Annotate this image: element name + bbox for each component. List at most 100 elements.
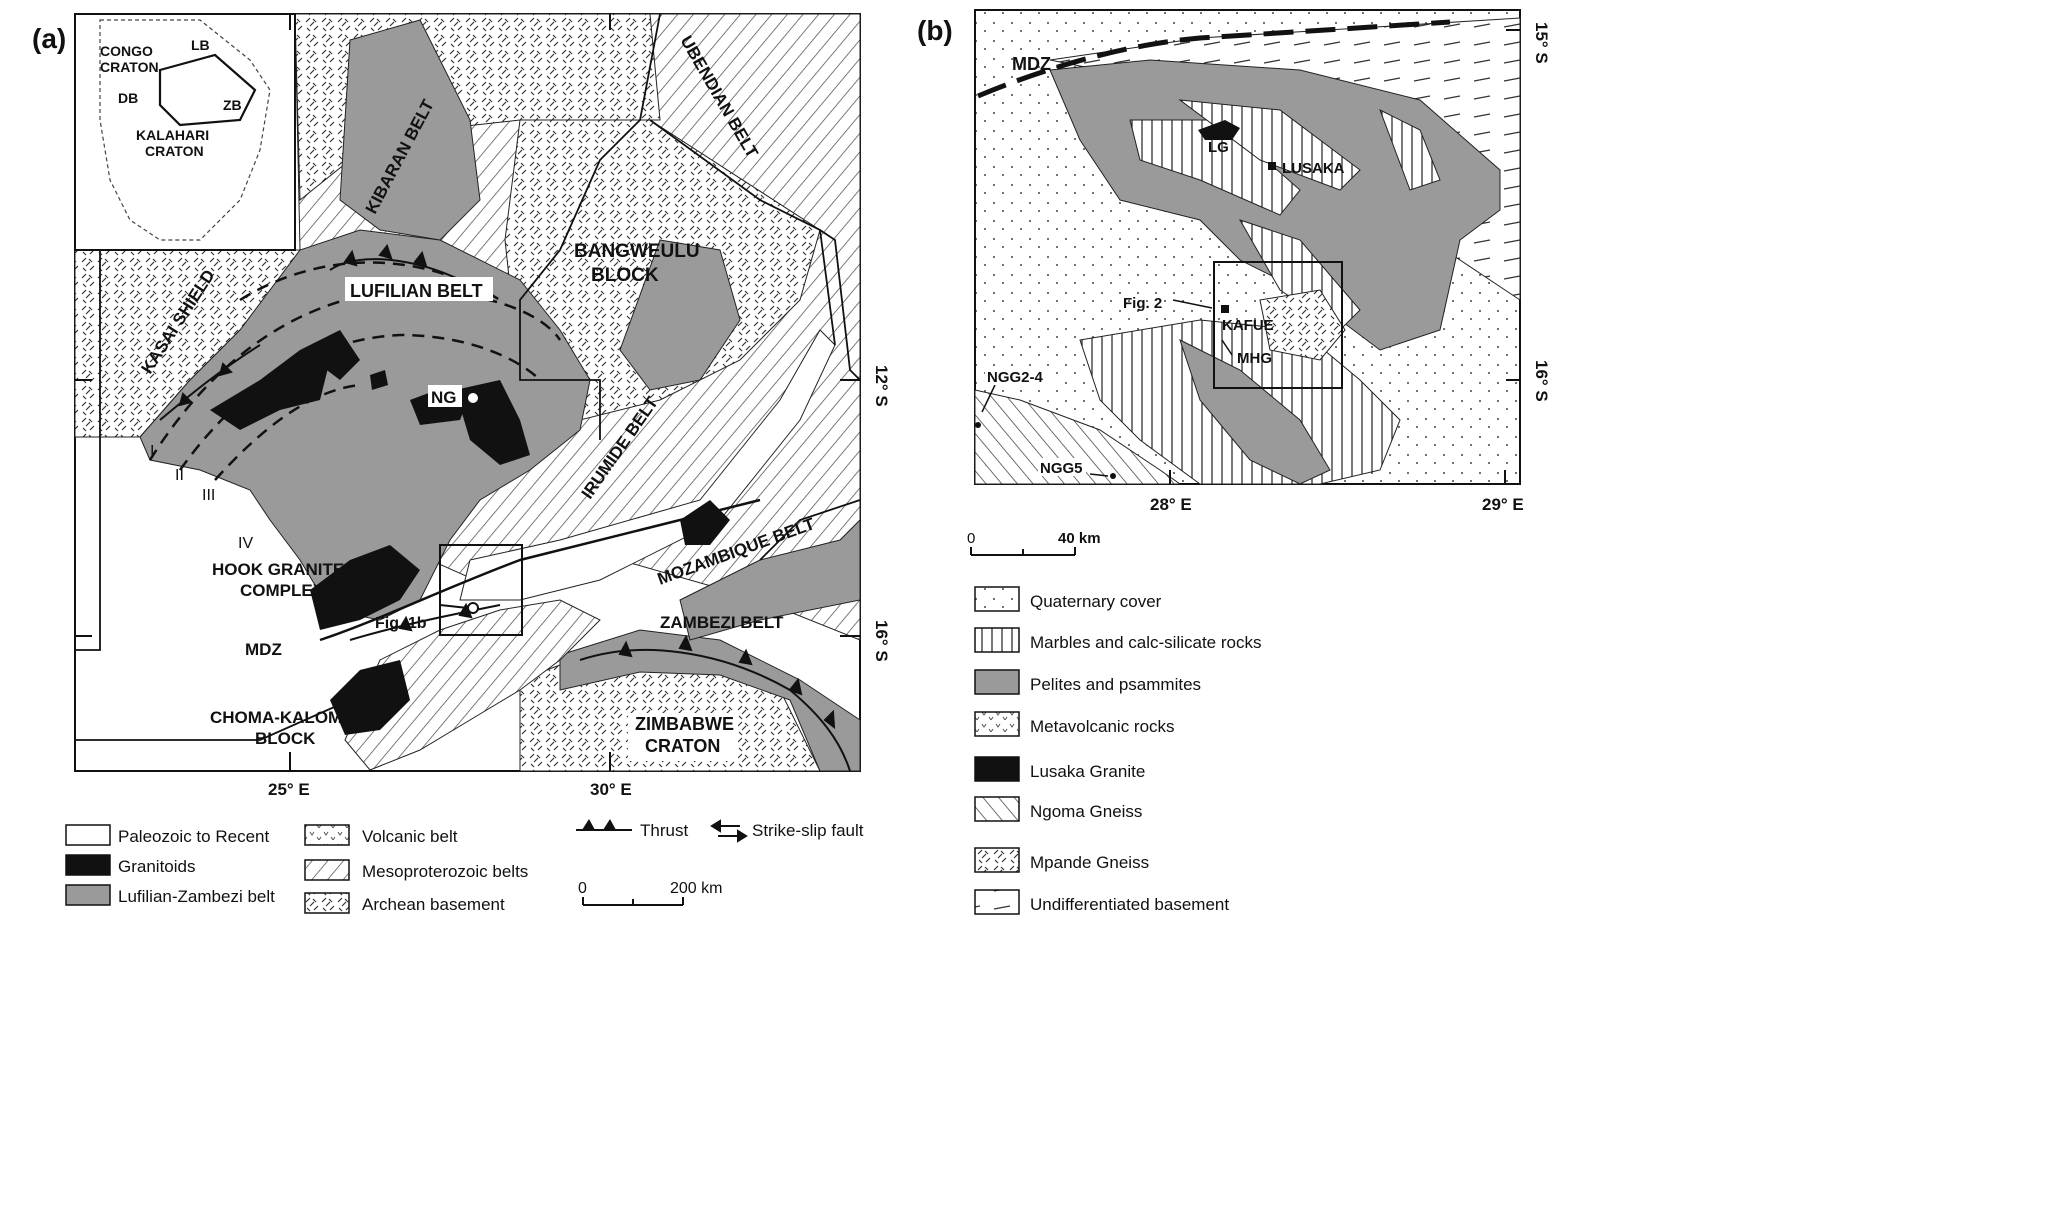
- lat-12: 12° S: [872, 365, 891, 407]
- lusaka-granite: [1198, 120, 1240, 140]
- label-mhg: MHG: [1237, 350, 1272, 367]
- panel-a-letter: (a): [32, 23, 66, 54]
- mdz-fault: [319, 498, 761, 642]
- inset-lb: LB: [191, 37, 210, 53]
- label-choma-1: CHOMA-KALOMO: [210, 708, 355, 727]
- legend-b-quaternary: Quaternary cover: [1030, 592, 1162, 611]
- panel-a-legend: Paleozoic to Recent Granitoids Lufilian-…: [65, 819, 864, 914]
- thrust-lines: [159, 243, 851, 772]
- label-mdz-b: MDZ: [1012, 54, 1051, 74]
- lufilian-belt-area: [139, 229, 591, 621]
- label-zimbabwe-1: ZIMBABWE: [635, 714, 734, 734]
- legend-a-volcanic: Volcanic belt: [362, 827, 458, 846]
- pelites-lower: [1179, 339, 1331, 485]
- panel-b-ticks: [1169, 29, 1520, 484]
- legend-b-lusaka-granite: Lusaka Granite: [1030, 762, 1145, 781]
- inset-db: DB: [118, 90, 138, 106]
- panel-a: (a): [32, 13, 861, 772]
- legend-b-mpande: Mpande Gneiss: [1030, 853, 1149, 872]
- legend-a-archean: Archean basement: [362, 895, 505, 914]
- mdz-fault-b: [977, 19, 1451, 99]
- fig1b-marker: [467, 602, 479, 614]
- strike-slip-symbol: [710, 819, 748, 843]
- legend-b-basement: Undifferentiated basement: [1030, 895, 1229, 914]
- lusaka-marker: [1268, 162, 1276, 170]
- panel-b: (b): [917, 9, 1521, 485]
- label-kafue: KAFUE: [1222, 317, 1274, 334]
- inset-kalahari-1: KALAHARI: [136, 127, 209, 143]
- lat-16: 16° S: [872, 620, 891, 662]
- inset-zb: ZB: [223, 97, 242, 113]
- zone-i: I: [150, 443, 154, 460]
- zone-ii: II: [175, 467, 184, 484]
- scale-a-zero: 0: [578, 880, 587, 897]
- lon-28: 28° E: [1150, 495, 1192, 514]
- label-lg: LG: [1208, 139, 1229, 156]
- marbles-4: [1238, 219, 1361, 331]
- inset-congo-1: CONGO: [100, 43, 153, 59]
- label-mdz-a: MDZ: [245, 640, 282, 659]
- legend-b-ngoma: Ngoma Gneiss: [1030, 802, 1142, 821]
- lat-16-b: 16° S: [1532, 360, 1551, 402]
- legend-a-meso: Mesoproterozoic belts: [362, 862, 528, 881]
- label-fig2: Fig. 2: [1123, 295, 1162, 312]
- label-hook-1: HOOK GRANITE: [212, 560, 344, 579]
- kafue-marker: [1221, 305, 1229, 313]
- scale-a-end: 200 km: [670, 880, 722, 897]
- rift-corridor: [459, 329, 836, 601]
- legend-b-marbles: Marbles and calc-silicate rocks: [1030, 633, 1261, 652]
- mozambique-grey-area: [679, 518, 861, 641]
- inset-kalahari-2: CRATON: [145, 143, 204, 159]
- irumide-grey-area: [619, 239, 741, 391]
- panel-b-arrows: [981, 299, 1233, 477]
- legend-a-granitoids: Granitoids: [118, 857, 195, 876]
- ngg5-marker: [1110, 473, 1116, 479]
- label-ngg5: NGG5: [1040, 460, 1083, 477]
- panel-b-letter: (b): [917, 15, 953, 46]
- scale-b-zero: 0: [967, 530, 975, 547]
- lon-25: 25° E: [268, 780, 310, 799]
- fig1b-box: [439, 544, 523, 636]
- africa-inset: [74, 13, 296, 251]
- inset-congo-2: CRATON: [100, 59, 159, 75]
- zone-iii: III: [202, 487, 215, 504]
- label-ngg24: NGG2-4: [987, 369, 1044, 386]
- legend-thrust: Thrust: [640, 821, 688, 840]
- label-bangweulu-1: BANGWEULU: [574, 241, 700, 262]
- mpande-gneiss-area: [1259, 289, 1346, 361]
- label-hook-2: COMPLEX: [240, 581, 325, 600]
- ngoma-gneiss-area: [974, 389, 1182, 485]
- label-choma-2: BLOCK: [255, 729, 316, 748]
- legend-b-metavolcanic: Metavolcanic rocks: [1030, 717, 1175, 736]
- zambezi-belt-area: [559, 629, 861, 772]
- label-ng: NG: [431, 388, 457, 407]
- label-bangweulu-2: BLOCK: [591, 265, 659, 286]
- zone-iv: IV: [238, 535, 253, 552]
- legend-a-paleozoic: Paleozoic to Recent: [118, 827, 269, 846]
- scale-bar-a: [582, 897, 684, 906]
- label-zimbabwe-2: CRATON: [645, 736, 720, 756]
- legend-b-pelites: Pelites and psammites: [1030, 675, 1201, 694]
- lon-29: 29° E: [1482, 495, 1524, 514]
- ngg24-marker: [975, 422, 981, 428]
- panel-b-legend: Quaternary cover Marbles and calc-silica…: [974, 586, 1261, 915]
- scale-bar-b: [970, 547, 1076, 556]
- lon-30: 30° E: [590, 780, 632, 799]
- label-zambezi-belt: ZAMBEZI BELT: [660, 613, 784, 632]
- label-lufilian-belt: LUFILIAN BELT: [350, 281, 483, 301]
- lat-15: 15° S: [1532, 22, 1551, 64]
- label-lusaka: LUSAKA: [1282, 160, 1345, 177]
- scale-b-end: 40 km: [1058, 530, 1101, 547]
- legend-strike-slip: Strike-slip fault: [752, 821, 864, 840]
- marbles-3: [1379, 108, 1441, 191]
- label-fig1b: Fig. 1b: [375, 615, 427, 632]
- country-boundaries: [75, 13, 861, 741]
- legend-a-lufilian: Lufilian-Zambezi belt: [118, 887, 275, 906]
- panel-b-labels: MDZ LG LUSAKA Fig. 2 KAFUE MHG NGG2-4 NG…: [967, 22, 1551, 556]
- ng-marker: [466, 391, 480, 405]
- panel-a-ticks: [75, 14, 860, 771]
- choma-kalomo-area: [344, 599, 601, 771]
- kibaran-grey-area: [339, 19, 481, 241]
- fig2-box: [1213, 261, 1343, 389]
